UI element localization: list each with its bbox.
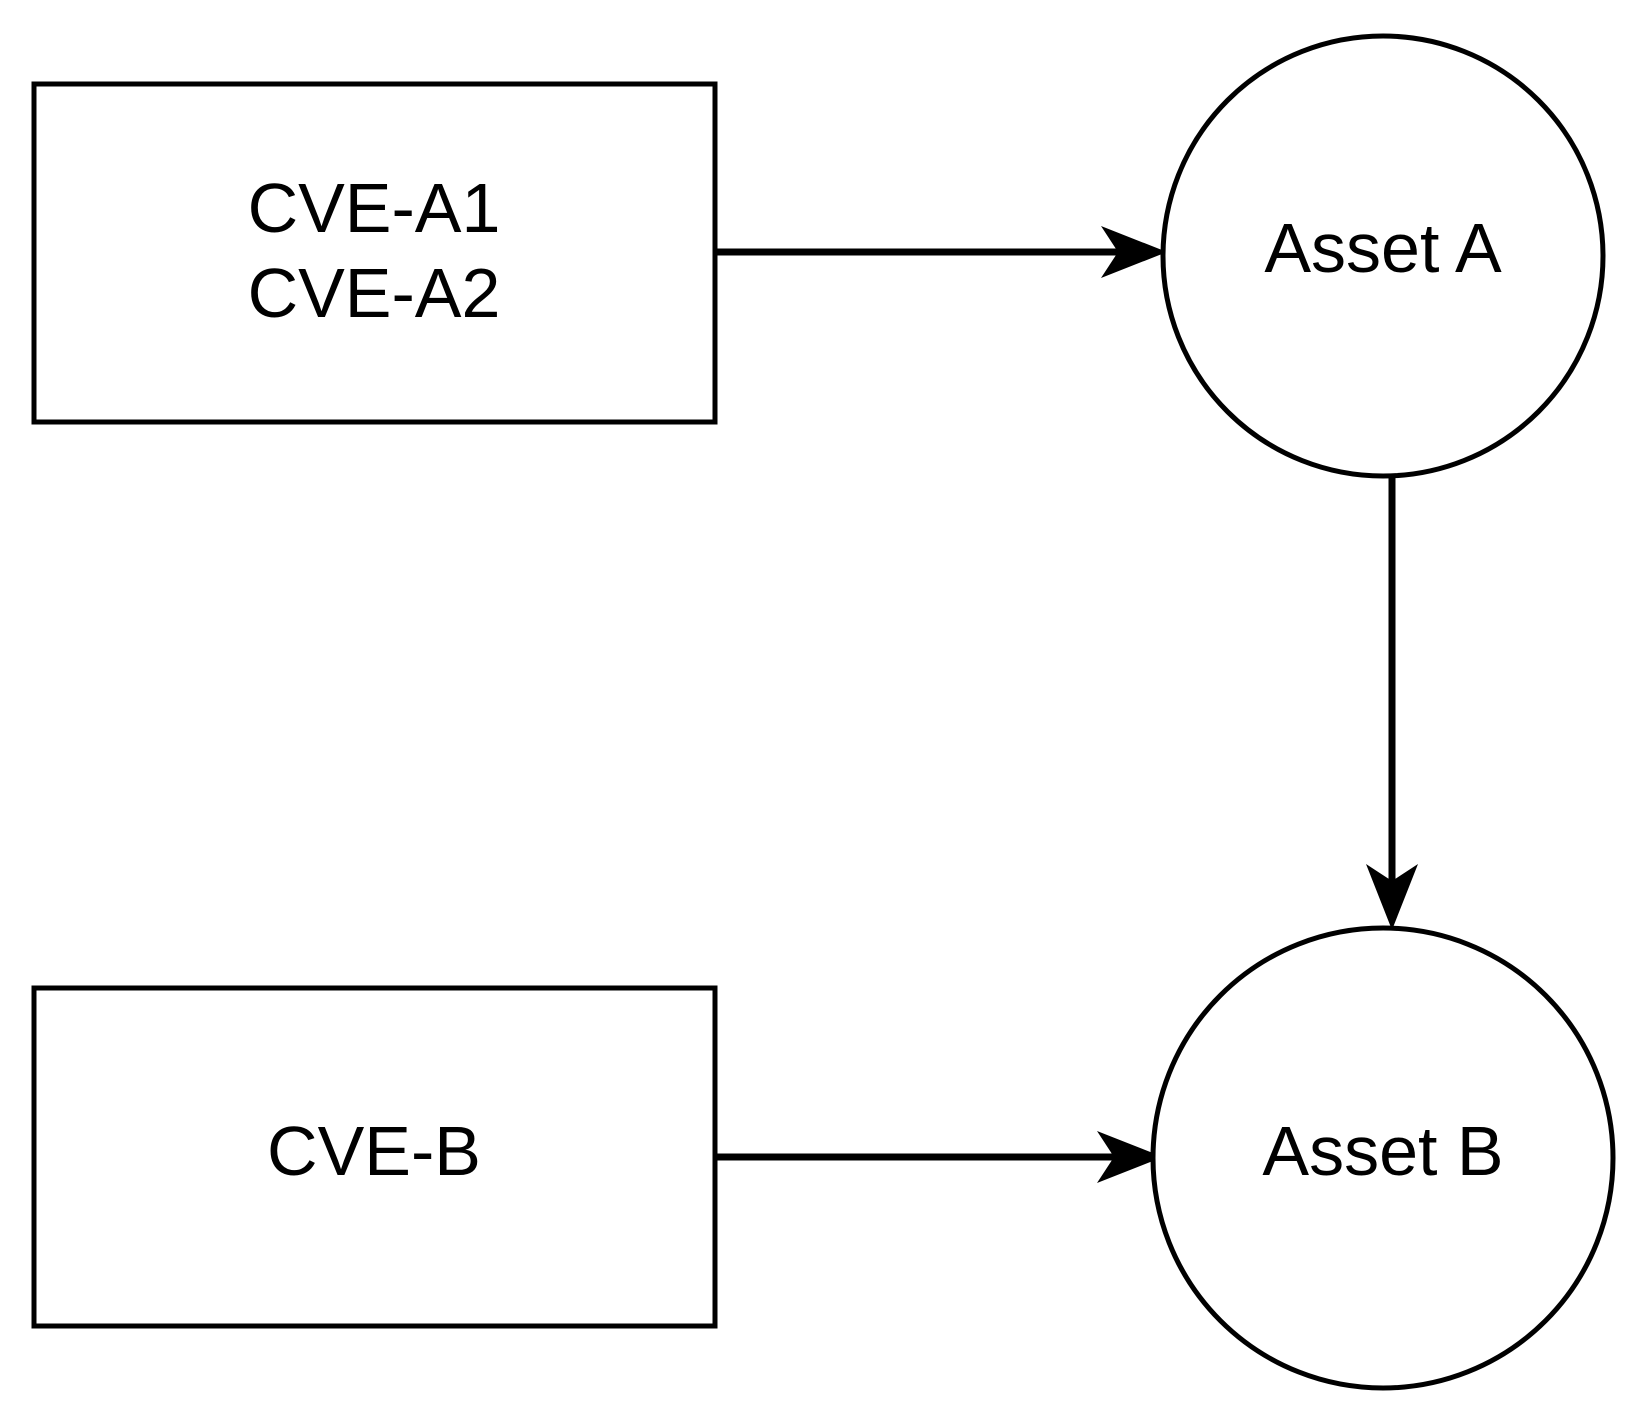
cve-box-a-rect[interactable] bbox=[31, 81, 718, 425]
edge-asset-a-to-asset-b-arrowhead bbox=[1366, 864, 1418, 930]
asset-a-label: Asset A bbox=[1264, 209, 1502, 287]
edge-cve-a-to-asset-a-arrowhead bbox=[1101, 226, 1167, 278]
edge-cve-b-to-asset-b-arrowhead bbox=[1097, 1131, 1163, 1183]
edge-cve-b-to-asset-b bbox=[715, 1131, 1163, 1183]
node-asset-a[interactable]: Asset A bbox=[1160, 33, 1606, 479]
asset-a-circle[interactable] bbox=[1160, 33, 1606, 479]
cve-box-b-label-line-1: CVE-B bbox=[267, 1112, 481, 1190]
cve-box-a-label-line-2: CVE-A2 bbox=[248, 254, 501, 332]
edge-asset-a-to-asset-b bbox=[1366, 478, 1418, 930]
edge-cve-a-to-asset-a bbox=[715, 226, 1167, 278]
node-cve-box-a[interactable]: CVE-A1 CVE-A2 bbox=[31, 81, 718, 425]
node-asset-b[interactable]: Asset B bbox=[1150, 925, 1616, 1391]
asset-b-circle[interactable] bbox=[1150, 925, 1616, 1391]
asset-b-label: Asset B bbox=[1262, 1112, 1503, 1190]
cve-box-a-label-line-1: CVE-A1 bbox=[248, 169, 501, 247]
cve-box-b-rect[interactable] bbox=[31, 985, 718, 1329]
node-cve-box-b[interactable]: CVE-B bbox=[31, 985, 718, 1329]
